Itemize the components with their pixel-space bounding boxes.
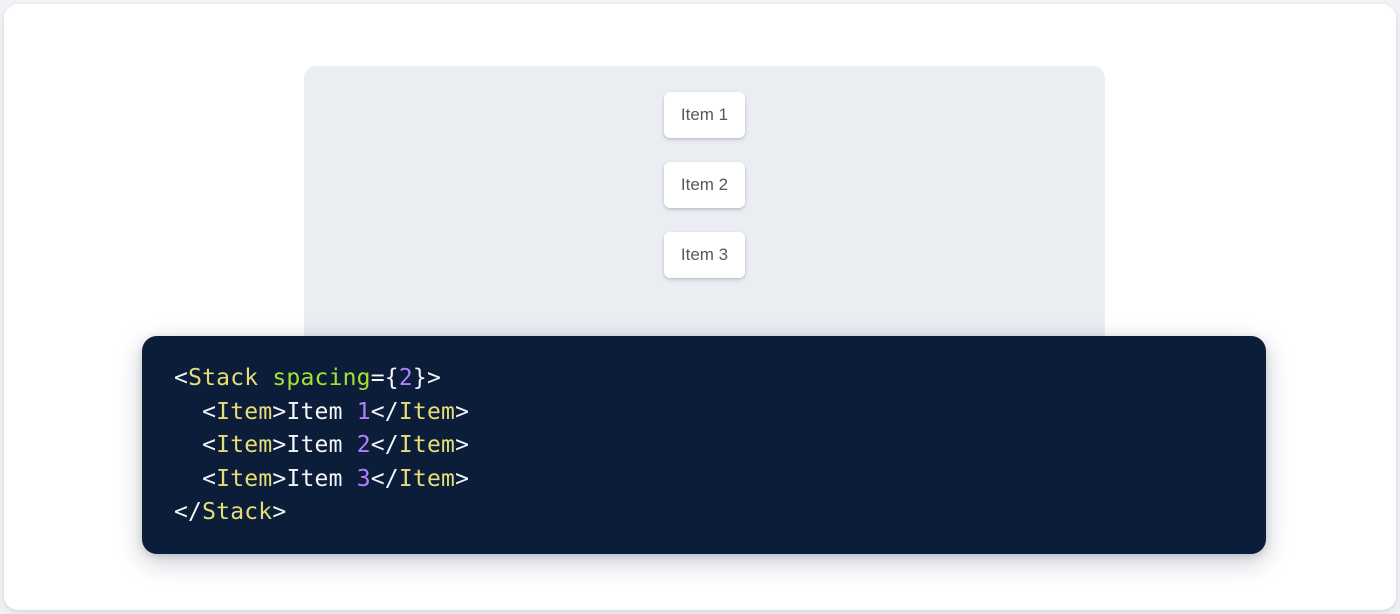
code-token-tag: Item [216,432,273,459]
code-token-num: 2 [398,365,413,391]
code-token-punct: < [202,465,217,492]
code-token-punct: </ [370,432,399,459]
code-token-tag: Stack [202,499,273,526]
code-token-tag: Stack [188,365,259,391]
code-token-text: Item [286,398,357,425]
code-token-punct: > [455,398,470,425]
code-token-num: 3 [356,465,371,492]
code-token-attr: spacing [272,365,371,391]
code-token-punct: > [455,432,470,459]
code-token-punct: < [202,432,217,459]
code-token-tag: Item [398,465,456,492]
code-token-punct: < [202,398,217,425]
code-indent [174,432,202,458]
code-snippet-text: <Stack spacing={2}> <Item>Item 1</Item> … [142,336,1266,530]
code-token-punct: </ [370,465,399,492]
code-snippet-block[interactable]: <Stack spacing={2}> <Item>Item 1</Item> … [142,336,1266,554]
code-token-num: 2 [356,432,371,459]
code-token-punct: </ [370,398,399,425]
code-token-punct: > [272,465,287,492]
stack-container: Item 1 Item 2 Item 3 [304,92,1105,278]
code-token-punct: < [174,365,189,391]
code-token-tag: Item [216,398,273,425]
code-token-tag: Item [398,432,456,459]
stack-item: Item 2 [663,162,746,208]
code-indent [174,399,202,425]
code-indent [174,466,202,492]
code-token-punct: }> [412,365,441,391]
code-token-tag: Item [398,398,456,425]
code-token-punct: </ [174,499,203,526]
code-token-punct: > [272,398,287,425]
code-token-tag: Item [216,465,273,492]
stack-preview-panel: Item 1 Item 2 Item 3 [304,66,1105,356]
code-token-punct: > [272,432,287,459]
code-token-punct: ={ [370,365,399,391]
code-token-text [258,365,272,391]
code-token-punct: > [455,465,470,492]
code-token-text: Item [286,432,357,459]
code-token-num: 1 [356,398,371,425]
stack-item: Item 1 [663,92,746,138]
stack-item: Item 3 [663,232,746,278]
code-token-punct: > [272,499,287,526]
code-token-text: Item [286,465,357,492]
